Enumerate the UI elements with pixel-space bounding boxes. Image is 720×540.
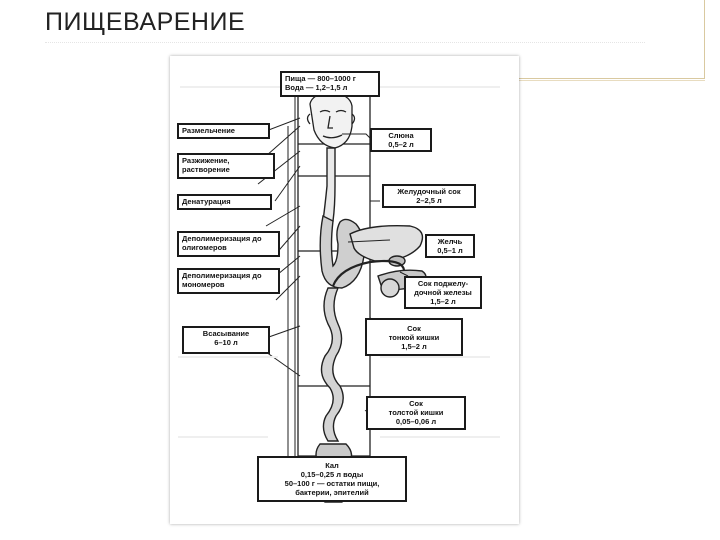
secretion-volume: 2–2,5 л: [416, 196, 442, 205]
process-box-denaturation: Денатурация: [177, 194, 272, 210]
background-texture: [178, 86, 500, 438]
process-label: Деполимеризация до олигомеров: [182, 234, 262, 252]
secretion-name: Сок: [409, 399, 423, 408]
absorption-label: Всасывание: [202, 329, 250, 338]
intake-water-label: Вода — 1,2–1,5 л: [285, 83, 348, 92]
process-box-depolymerization-monomers: Деполимеризация до мономеров: [177, 268, 280, 294]
secretion-box-large-intestine-juice: Сок толстой кишки 0,05–0,06 л: [366, 396, 466, 430]
secretion-volume: 0,05–0,06 л: [395, 417, 437, 426]
secretion-name: Сок: [407, 324, 421, 333]
secretion-name: Желудочный сок: [397, 187, 461, 196]
secretion-box-small-intestine-juice: Сок тонкой кишки 1,5–2 л: [365, 318, 463, 356]
decorative-line: [515, 78, 705, 79]
process-label: Деполимеризация до мономеров: [182, 271, 262, 289]
secretion-volume: 1,5–2 л: [401, 342, 427, 351]
secretion-volume: 0,5–2 л: [388, 140, 414, 149]
secretion-box-bile: Желчь 0,5–1 л: [425, 234, 475, 258]
output-residue: 50–100 г — остатки пищи,: [284, 479, 380, 488]
secretion-volume: 0,5–1 л: [437, 246, 463, 255]
secretion-name: дочной железы: [414, 288, 472, 297]
digestion-diagram: Пища — 800–1000 г Вода — 1,2–1,5 л Разме…: [170, 56, 519, 524]
secretion-name: толстой кишки: [388, 408, 444, 417]
head-drawing: [306, 91, 356, 149]
secretion-name: Желчь: [437, 237, 463, 246]
process-label: Денатурация: [182, 197, 231, 206]
secretion-volume: 1,5–2 л: [430, 297, 456, 306]
process-box-grinding: Размельчение: [177, 123, 270, 139]
output-water: 0,15–0,25 л воды: [300, 470, 364, 479]
food-water-intake-box: Пища — 800–1000 г Вода — 1,2–1,5 л: [280, 71, 380, 97]
process-label: Размельчение: [182, 126, 235, 135]
output-label: Кал: [325, 461, 339, 470]
secretion-box-gastric-juice: Желудочный сок 2–2,5 л: [382, 184, 476, 208]
secretion-box-pancreatic-juice: Сок поджелу- дочной железы 1,5–2 л: [404, 276, 482, 309]
process-label: Разжижение, растворение: [182, 156, 230, 174]
secretion-name: тонкой кишки: [388, 333, 440, 342]
intake-food-label: Пища — 800–1000 г: [285, 74, 356, 83]
decorative-line: [704, 0, 705, 79]
secretion-name: Сок поджелу-: [417, 279, 469, 288]
decorative-line: [515, 80, 705, 81]
slide-title: ПИЩЕВАРЕНИЕ: [45, 8, 246, 36]
output-residue: бактерии, эпителий: [295, 488, 369, 497]
process-box-absorption: Всасывание 6–10 л: [182, 326, 270, 354]
absorption-volume: 6–10 л: [214, 338, 238, 347]
process-box-liquefaction: Разжижение, растворение: [177, 153, 275, 179]
decorative-dotted-line: [45, 42, 645, 44]
secretion-box-saliva: Слюна 0,5–2 л: [370, 128, 432, 152]
feces-output-box: Кал 0,15–0,25 л воды 50–100 г — остатки …: [257, 456, 407, 502]
secretion-name: Слюна: [388, 131, 414, 140]
process-box-depolymerization-oligomers: Деполимеризация до олигомеров: [177, 231, 280, 257]
